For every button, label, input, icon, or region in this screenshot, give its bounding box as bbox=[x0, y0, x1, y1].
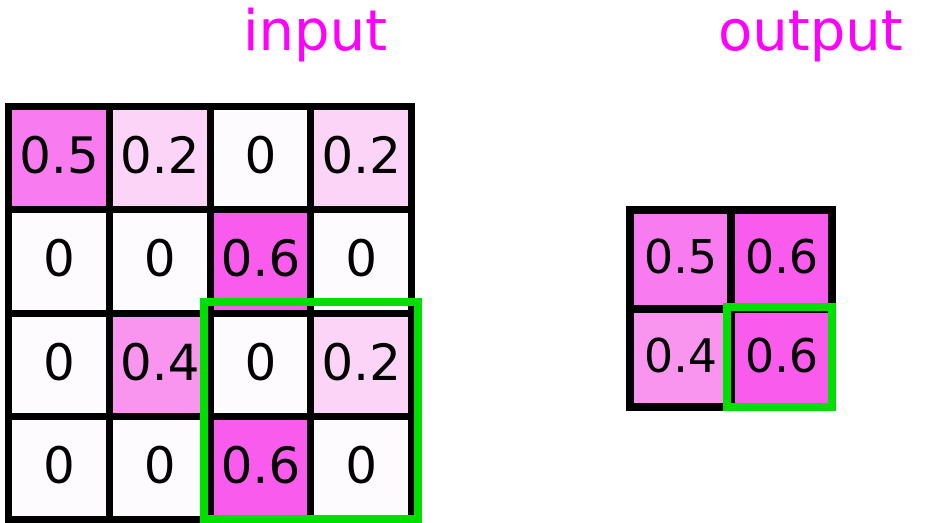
cell-value: 0.4 bbox=[643, 328, 718, 383]
output-matrix: 0.5 0.6 0.4 0.6 bbox=[626, 206, 836, 411]
input-cell-r1c2[interactable]: 0.2 bbox=[112, 110, 207, 207]
input-cell-r1c3[interactable]: 0 bbox=[213, 110, 308, 207]
cell-value: 0.6 bbox=[220, 230, 301, 289]
cell-value: 0 bbox=[143, 230, 176, 289]
cell-value: 0.2 bbox=[321, 333, 401, 392]
input-cell-r4c2[interactable]: 0 bbox=[112, 419, 207, 516]
cell-value: 0 bbox=[244, 127, 277, 186]
cell-value: 0.5 bbox=[19, 127, 99, 186]
input-cell-r2c3[interactable]: 0.6 bbox=[213, 213, 308, 310]
cell-value: 0 bbox=[42, 230, 75, 289]
cell-value: 0.5 bbox=[643, 230, 718, 285]
cell-value: 0.4 bbox=[119, 333, 200, 392]
cell-value: 0 bbox=[42, 436, 75, 495]
cell-value: 0.2 bbox=[119, 127, 200, 186]
output-cell-r2c1[interactable]: 0.4 bbox=[634, 312, 727, 403]
output-title: output bbox=[718, 0, 903, 64]
cell-value: 0.6 bbox=[744, 328, 819, 383]
output-cell-r2c2[interactable]: 0.6 bbox=[735, 312, 828, 403]
cell-value: 0 bbox=[42, 333, 75, 392]
input-cell-r2c4[interactable]: 0 bbox=[314, 213, 408, 310]
cell-value: 0 bbox=[143, 436, 176, 495]
cell-value: 0.2 bbox=[321, 127, 401, 186]
cell-value: 0 bbox=[244, 333, 277, 392]
cell-value: 0 bbox=[345, 230, 378, 289]
input-cell-r3c2[interactable]: 0.4 bbox=[112, 316, 207, 413]
output-cell-r1c1[interactable]: 0.5 bbox=[634, 214, 727, 305]
input-cell-r1c1[interactable]: 0.5 bbox=[12, 110, 106, 207]
input-cell-r3c4[interactable]: 0.2 bbox=[314, 316, 408, 413]
input-cell-r1c4[interactable]: 0.2 bbox=[314, 110, 408, 207]
output-cell-r1c2[interactable]: 0.6 bbox=[735, 214, 828, 305]
input-cell-r2c2[interactable]: 0 bbox=[112, 213, 207, 310]
input-title: input bbox=[243, 0, 388, 64]
cell-value: 0.6 bbox=[220, 436, 301, 495]
input-cell-r3c3[interactable]: 0 bbox=[213, 316, 308, 413]
cell-value: 0 bbox=[345, 436, 378, 495]
input-cell-r4c4[interactable]: 0 bbox=[314, 419, 408, 516]
input-cell-r4c3[interactable]: 0.6 bbox=[213, 419, 308, 516]
input-cell-r2c1[interactable]: 0 bbox=[12, 213, 106, 310]
cell-value: 0.6 bbox=[744, 230, 819, 285]
input-cell-r3c1[interactable]: 0 bbox=[12, 316, 106, 413]
input-cell-r4c1[interactable]: 0 bbox=[12, 419, 106, 516]
input-matrix: 0.5 0.2 0 0.2 0 0 0.6 0 0 0.4 0 0.2 0 0 … bbox=[5, 103, 415, 523]
